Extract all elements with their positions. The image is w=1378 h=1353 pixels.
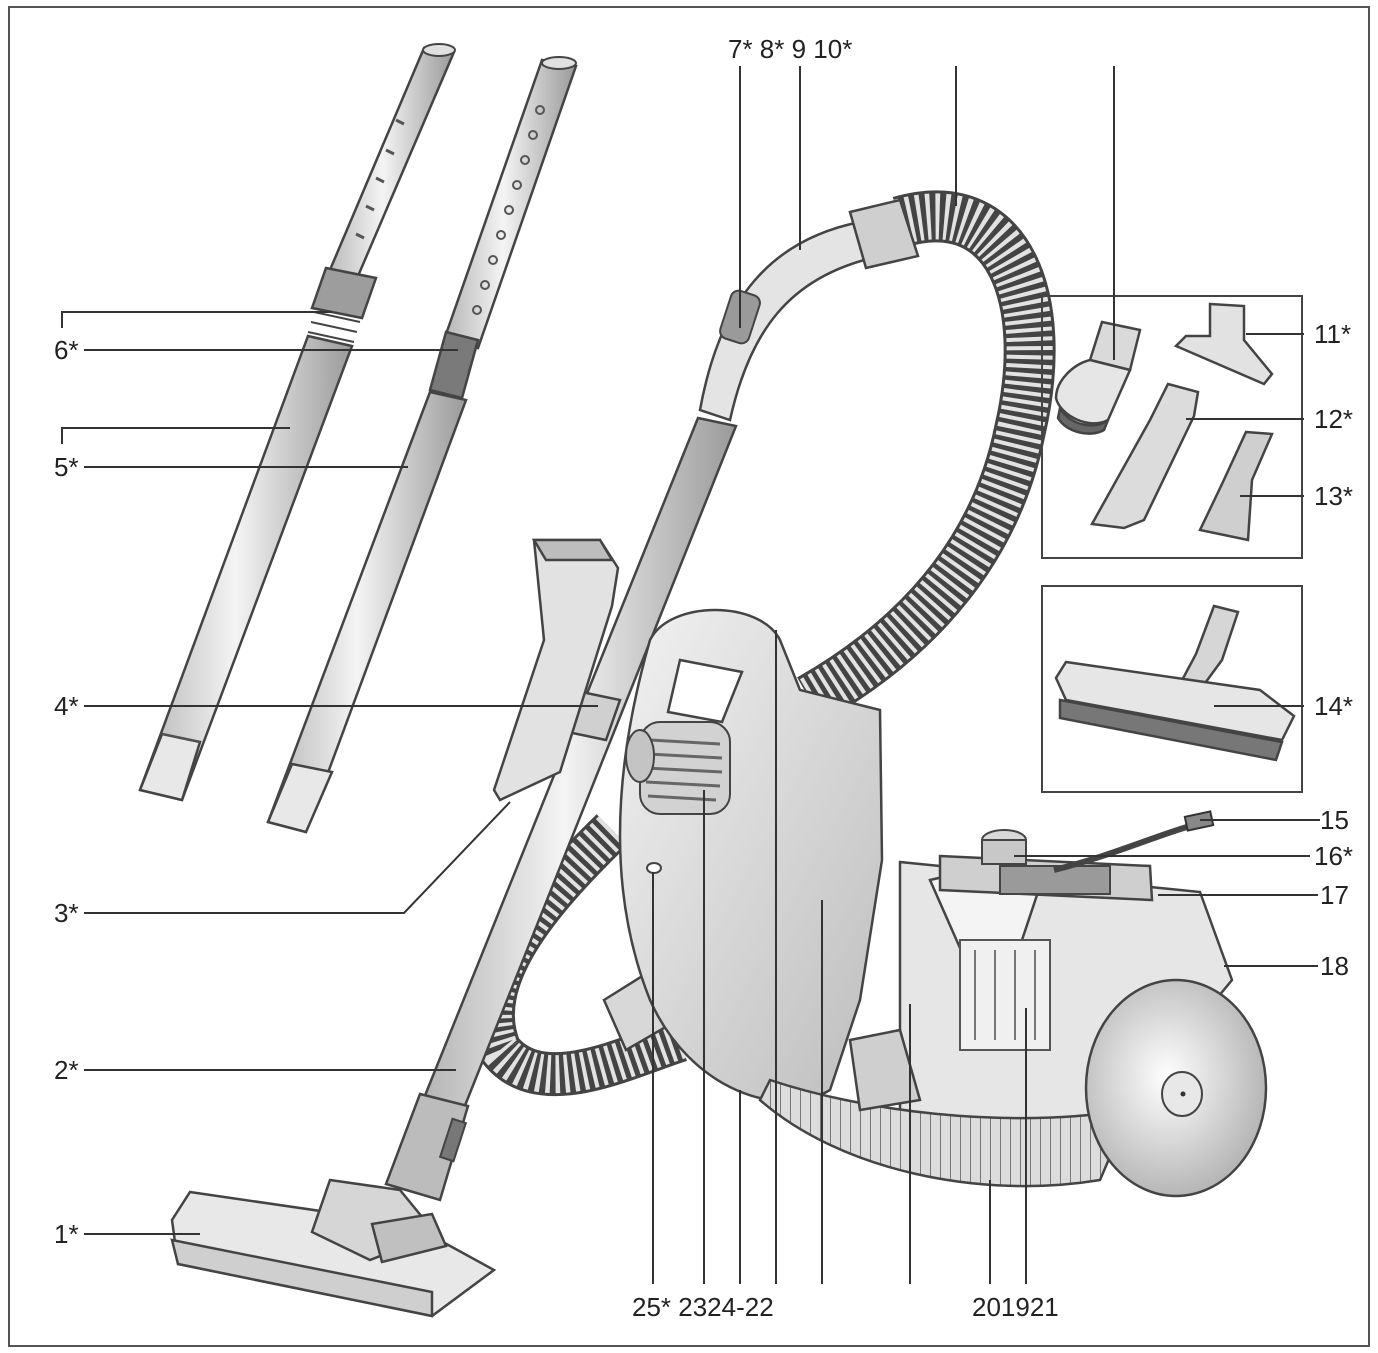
label-4-clip: 4* xyxy=(54,691,79,721)
accessory-holder xyxy=(492,538,620,802)
vacuum-body xyxy=(618,608,1268,1198)
accessory-box-parquet-brush xyxy=(1041,585,1303,793)
label-5-telescopic-tube: 5* xyxy=(54,452,79,482)
label-2-suction-tube: 2* xyxy=(54,1055,79,1085)
label-25-23-24-22: 25* 2324-22 xyxy=(632,1292,774,1322)
label-3-holder: 3* xyxy=(54,898,79,928)
label-7-8-9-10: 7* 8* 9 10* xyxy=(728,34,852,64)
label-18-wheel: 18 xyxy=(1320,951,1349,981)
label-11-upholstery-nozzle: 11* xyxy=(1314,319,1351,349)
label-12-crevice-tool: 12* xyxy=(1314,404,1353,434)
leader-lines xyxy=(61,66,1320,1284)
label-15-cable: 15 xyxy=(1320,805,1349,835)
telescopic-tube-right xyxy=(266,56,578,834)
label-13-radiator-brush: 13* xyxy=(1314,481,1353,511)
label-20-19-21: 201921 xyxy=(972,1292,1059,1322)
callout-labels: 1* 2* 3* 4* 5* 6* 7* 8* 9 10* 11* 12* 13… xyxy=(54,34,1353,1322)
main-suction-tube xyxy=(384,416,738,1202)
diagram-frame xyxy=(8,6,1370,1347)
label-14-parquet-brush: 14* xyxy=(1314,691,1353,721)
label-6-adjustment: 6* xyxy=(54,335,79,365)
accessory-box-small-tools xyxy=(1041,295,1303,559)
floor-nozzle xyxy=(170,1178,497,1318)
telescopic-tube-left xyxy=(138,43,456,802)
label-1-floor-nozzle: 1* xyxy=(54,1219,79,1249)
label-16-knob: 16* xyxy=(1314,841,1353,871)
label-17: 17 xyxy=(1320,880,1349,910)
